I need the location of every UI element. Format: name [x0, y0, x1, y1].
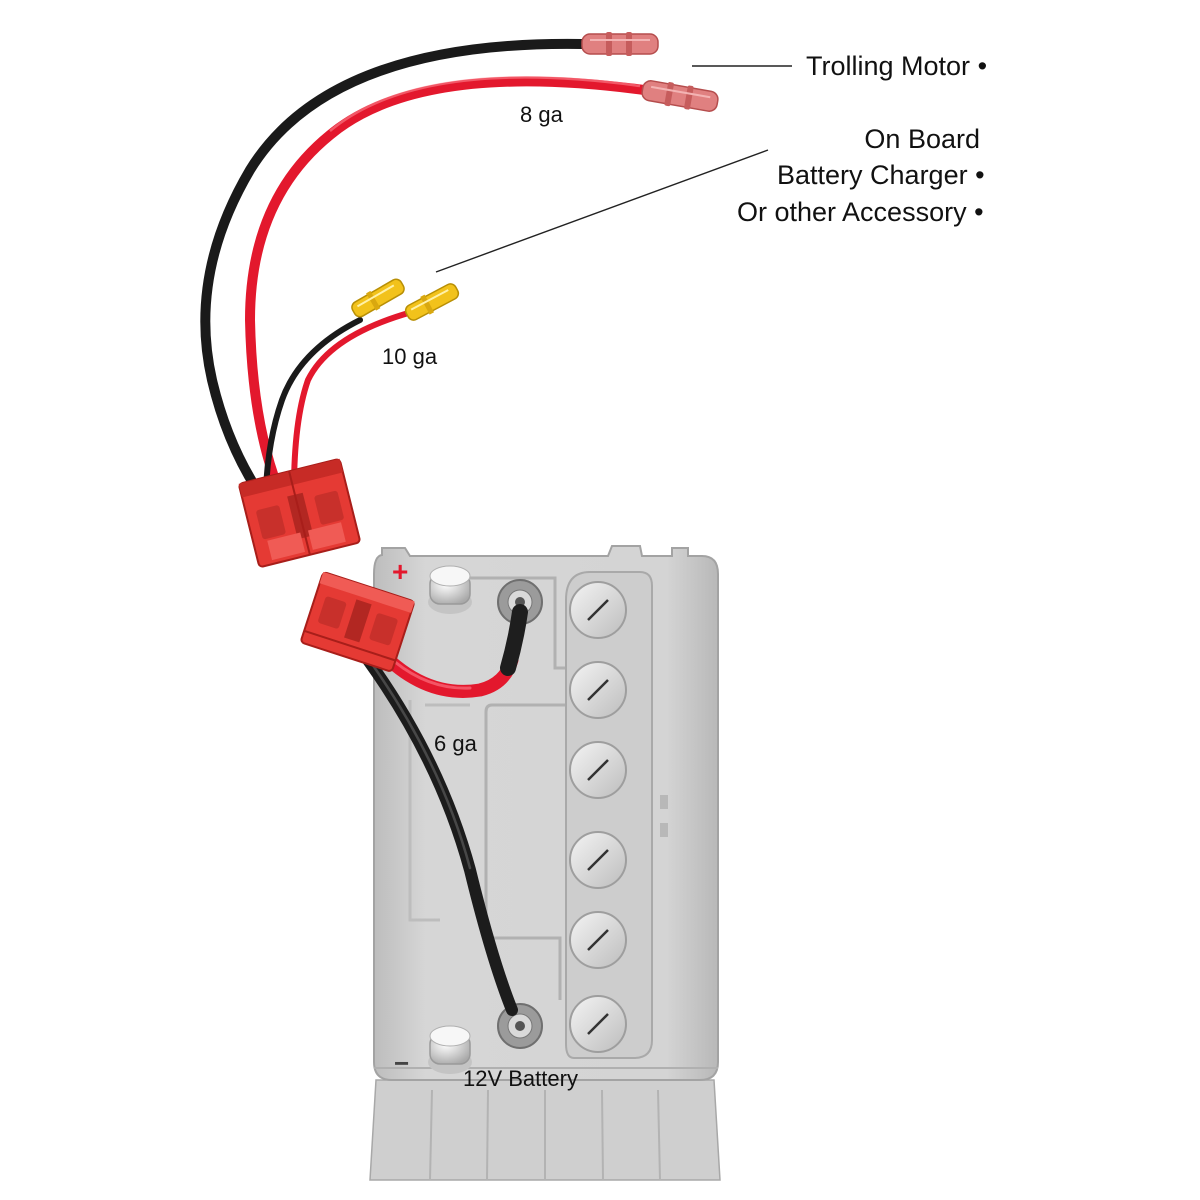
battery-lid — [373, 545, 719, 1081]
positive-symbol: + — [392, 556, 409, 587]
vent-rail — [565, 571, 653, 1059]
negative-symbol: − — [394, 1048, 410, 1078]
butt-connector-red — [641, 80, 719, 112]
battery-ribs — [429, 1089, 661, 1181]
battery-leads-6ga — [362, 604, 528, 1016]
trolling-motor-label: Trolling Motor • — [806, 53, 987, 80]
negative-stud-terminal — [497, 1003, 543, 1049]
callout-lines — [435, 65, 792, 273]
positive-post — [428, 565, 472, 614]
negative-post — [428, 1025, 472, 1074]
callout-line-charger — [435, 149, 769, 273]
charger-label-line1: On Board — [800, 126, 980, 153]
crimp-connector-black — [351, 278, 405, 318]
gauge-8-label: 8 ga — [520, 102, 563, 127]
bullet: • — [975, 160, 985, 190]
harness-wires — [200, 38, 649, 493]
trolling-motor-text: Trolling Motor — [806, 51, 971, 81]
gauge-6-label: 6 ga — [434, 731, 477, 756]
battery-label: 12V Battery — [463, 1066, 578, 1091]
vent-cap — [569, 741, 627, 799]
harness-connector — [238, 458, 361, 568]
vent-cap — [569, 661, 627, 719]
charger-text-line1: On Board — [864, 124, 980, 154]
vent-cap — [569, 581, 627, 639]
crimp-connector-red — [404, 283, 460, 321]
vent-cap — [569, 911, 627, 969]
gauge-10-label: 10 ga — [382, 344, 438, 369]
butt-connector-black — [581, 32, 659, 56]
charger-text-line3: Or other Accessory — [737, 197, 967, 227]
bullet: • — [977, 51, 988, 81]
bullet: • — [974, 197, 984, 227]
charger-text-line2: Battery Charger — [777, 160, 968, 190]
vent-caps — [569, 581, 627, 1053]
vent-cap — [569, 995, 627, 1053]
charger-label-line2: Battery Charger • — [777, 162, 985, 189]
charger-label-line3: Or other Accessory • — [737, 199, 984, 226]
battery-connector — [300, 571, 415, 672]
vent-cap — [569, 831, 627, 889]
battery — [369, 545, 721, 1181]
